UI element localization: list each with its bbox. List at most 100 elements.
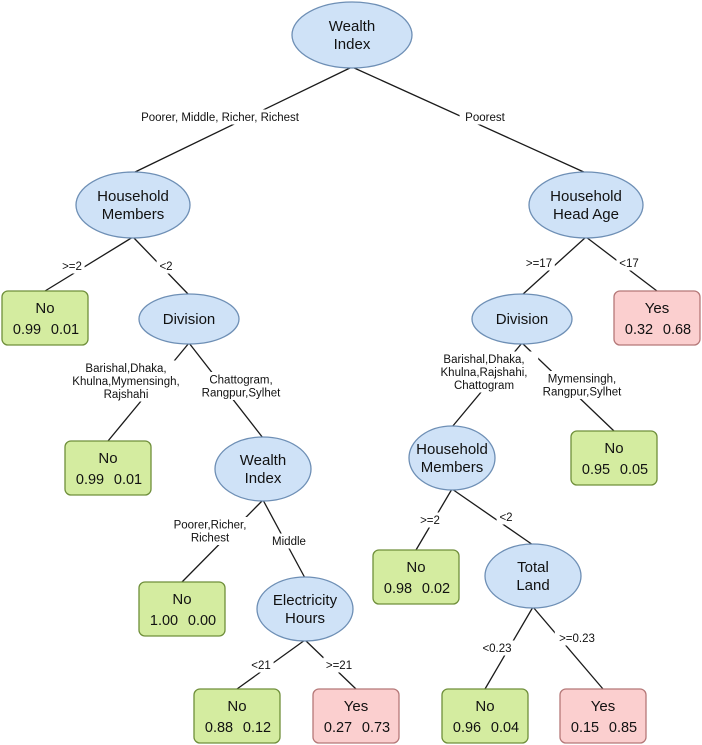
leaf-probability-no: 0.99 — [13, 322, 41, 338]
edge-label-text: Poorer, Middle, Richer, Richest — [141, 112, 300, 124]
leaf-class-label: No — [406, 559, 425, 576]
edge-label-text: Chattogram — [454, 380, 514, 392]
leaf-probability-yes: 0.73 — [362, 720, 390, 736]
edge-label-text: >=21 — [326, 660, 352, 672]
decision-node-label: Land — [516, 577, 549, 594]
decision-node-label: Hours — [285, 610, 325, 627]
edge-label-text: Poorest — [465, 112, 505, 124]
decision-node-label: Wealth — [240, 452, 286, 469]
edge-label-root-to-hh_members_left: Poorer, Middle, Richer, Richest — [117, 109, 323, 125]
leaf-probability-no: 0.96 — [453, 720, 481, 736]
decision-node-shape — [484, 543, 582, 609]
edge-label-background — [496, 509, 516, 525]
decision-node-shape — [138, 293, 240, 345]
leaf-probability-no: 0.98 — [384, 581, 412, 597]
leaf-class-label: Yes — [344, 698, 368, 715]
edge-label-background — [248, 657, 274, 673]
leaf-node-box — [138, 581, 226, 637]
leaf-class-label: No — [172, 591, 191, 608]
edge-label-text: Barishal,Dhaka, — [85, 363, 166, 375]
decision-node-shape — [75, 171, 191, 239]
edge-label-hh_members_left-to-division_left: <2 — [156, 258, 176, 274]
decision-node-label: Household — [97, 188, 169, 205]
edge-label-text: >=0.23 — [559, 633, 595, 645]
edge-label-text: Middle — [272, 536, 306, 548]
edge-label-text: Khulna,Rajshahi, — [441, 367, 528, 379]
leaf-node-box — [570, 430, 658, 486]
edge-label-background — [117, 109, 323, 125]
edge-label-text: Mymensingh, — [548, 374, 616, 386]
edge-label-text: Barishal,Dhaka, — [443, 354, 524, 366]
decision-node-label: Index — [334, 36, 371, 53]
edge-label-text: <0.23 — [482, 643, 511, 655]
leaf-probability-yes: 0.85 — [609, 720, 637, 736]
decision-node-shape — [256, 576, 354, 642]
edge-label-background — [478, 640, 516, 656]
leaf-node-box — [559, 688, 647, 744]
decision-node-label: Members — [102, 206, 165, 223]
edge-label-text: >=17 — [526, 258, 552, 270]
edge-label-text: Khulna,Mymensingh, — [72, 376, 179, 388]
edge-label-division_left-to-wealth_index_2: Chattogram,Rangpur,Sylhet — [193, 372, 289, 400]
edge-label-division_left-to-leaf_c: Barishal,Dhaka,Khulna,Mymensingh,Rajshah… — [65, 360, 187, 402]
decision-node-label: Household — [550, 188, 622, 205]
leaf-class-label: Yes — [591, 698, 615, 715]
decision-node-division-right: Division — [471, 293, 573, 345]
leaf-class-label: No — [35, 300, 54, 317]
edge-label-background — [534, 371, 630, 399]
edge-label-background — [459, 109, 511, 125]
edge-label-background — [65, 360, 187, 402]
decision-node-label: Division — [496, 311, 549, 328]
leaf-probability-no: 0.95 — [582, 462, 610, 478]
edge-label-electricity_hours-to-leaf_h: >=21 — [323, 657, 355, 673]
edge-label-background — [616, 255, 642, 271]
edge-label-text: >=2 — [62, 261, 82, 273]
leaf-probability-yes: 0.12 — [243, 720, 271, 736]
leaf-node-box — [193, 688, 281, 744]
decision-node-label: Household — [416, 441, 488, 458]
edge-label-background — [323, 657, 355, 673]
edge-label-text: Richest — [191, 533, 230, 545]
edge-label-hh_members_right-to-leaf_e: >=2 — [417, 512, 443, 528]
leaf-node-box — [312, 688, 400, 744]
decision-node-label: Head Age — [553, 206, 619, 223]
edge-label-text: Chattogram, — [209, 375, 272, 387]
leaf-probability-yes: 0.01 — [114, 472, 142, 488]
edge-label-wealth_index_2-to-leaf_f: Poorer,Richer,Richest — [162, 517, 258, 545]
leaf-node-leaf-h: Yes 0.27 0.73 — [312, 688, 400, 744]
leaf-probability-no: 0.27 — [324, 720, 352, 736]
leaf-probability-no: 0.99 — [76, 472, 104, 488]
leaf-node-leaf-a: No 0.99 0.01 — [1, 290, 89, 346]
edge-label-background — [523, 255, 555, 271]
decision-node-shape — [471, 293, 573, 345]
edge-label-hh_head_age-to-division_right: >=17 — [523, 255, 555, 271]
edge-label-text: Rajshahi — [104, 389, 149, 401]
leaf-node-box — [613, 290, 701, 346]
edge-label-total_land-to-leaf_i: <0.23 — [478, 640, 516, 656]
edge-label-background — [59, 258, 85, 274]
leaf-probability-no: 0.32 — [625, 322, 653, 338]
edge-label-total_land-to-leaf_j: >=0.23 — [554, 630, 600, 646]
edge-label-text: <21 — [251, 660, 271, 672]
decision-node-shape — [214, 436, 312, 502]
leaf-class-label: No — [475, 698, 494, 715]
decision-node-shape — [291, 1, 413, 69]
edge-label-text: Rangpur,Sylhet — [543, 387, 622, 399]
edge-label-hh_members_left-to-leaf_a: >=2 — [59, 258, 85, 274]
leaf-probability-yes: 0.05 — [620, 462, 648, 478]
leaf-probability-yes: 0.01 — [51, 322, 79, 338]
edge-label-hh_members_right-to-total_land: <2 — [496, 509, 516, 525]
leaf-node-box — [372, 549, 460, 605]
edge-label-background — [554, 630, 600, 646]
